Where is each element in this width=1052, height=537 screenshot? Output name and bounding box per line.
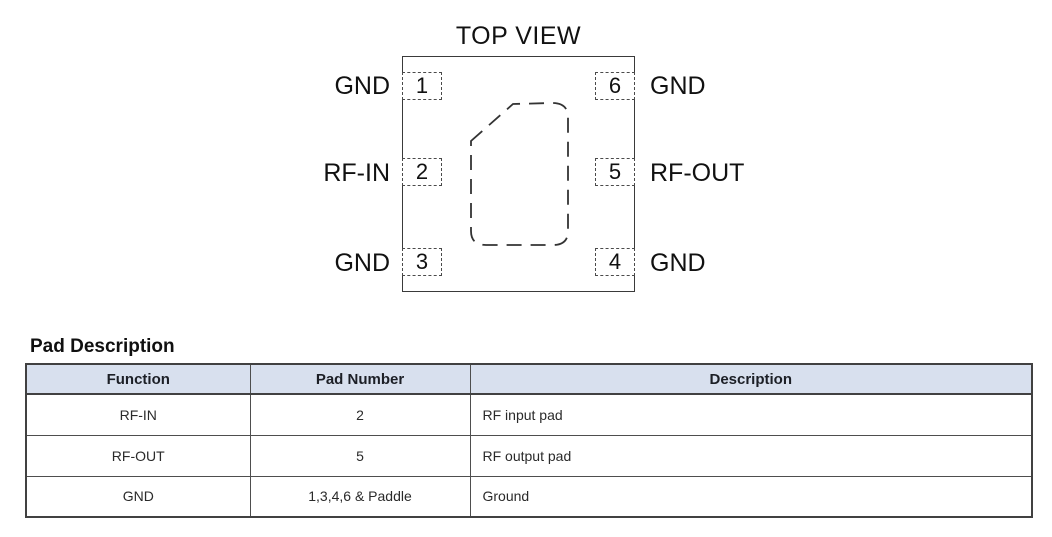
- cell-pad-number: 5: [249, 434, 471, 477]
- pin-label-1: GND: [334, 72, 390, 100]
- paddle-outline: [470, 102, 569, 246]
- pin-label-4: GND: [650, 249, 706, 277]
- table-row: RF-OUT 5 RF output pad: [25, 434, 1033, 477]
- pad-5: 5: [595, 158, 635, 186]
- pad-1: 1: [402, 72, 442, 100]
- pad-description-table: Function Pad Number Description RF-IN 2 …: [25, 363, 1033, 518]
- column-header-function: Function: [25, 363, 251, 395]
- column-header-pad-number: Pad Number: [249, 363, 471, 395]
- pin-label-5: RF-OUT: [650, 159, 745, 187]
- pad-1-number: 1: [415, 73, 429, 98]
- pin-label-2: RF-IN: [323, 159, 390, 187]
- pad-3-number: 3: [415, 249, 429, 274]
- cell-description: RF input pad: [469, 393, 1033, 436]
- diagram-title: TOP VIEW: [455, 22, 582, 50]
- pin-label-3: GND: [334, 249, 390, 277]
- cell-pad-number: 1,3,4,6 & Paddle: [249, 475, 471, 518]
- pad-6: 6: [595, 72, 635, 100]
- table-header-row: Function Pad Number Description: [25, 363, 1033, 395]
- table-row: RF-IN 2 RF input pad: [25, 393, 1033, 436]
- cell-function: RF-OUT: [25, 434, 251, 477]
- section-title: Pad Description: [30, 336, 175, 357]
- pad-5-number: 5: [608, 159, 622, 184]
- cell-description: Ground: [469, 475, 1033, 518]
- pin-label-6: GND: [650, 72, 706, 100]
- cell-function: GND: [25, 475, 251, 518]
- cell-function: RF-IN: [25, 393, 251, 436]
- pad-6-number: 6: [608, 73, 622, 98]
- pad-2: 2: [402, 158, 442, 186]
- pad-3: 3: [402, 248, 442, 276]
- pad-4-number: 4: [608, 249, 622, 274]
- cell-description: RF output pad: [469, 434, 1033, 477]
- cell-pad-number: 2: [249, 393, 471, 436]
- table-row: GND 1,3,4,6 & Paddle Ground: [25, 475, 1033, 518]
- pad-4: 4: [595, 248, 635, 276]
- column-header-description: Description: [469, 363, 1033, 395]
- pad-2-number: 2: [415, 159, 429, 184]
